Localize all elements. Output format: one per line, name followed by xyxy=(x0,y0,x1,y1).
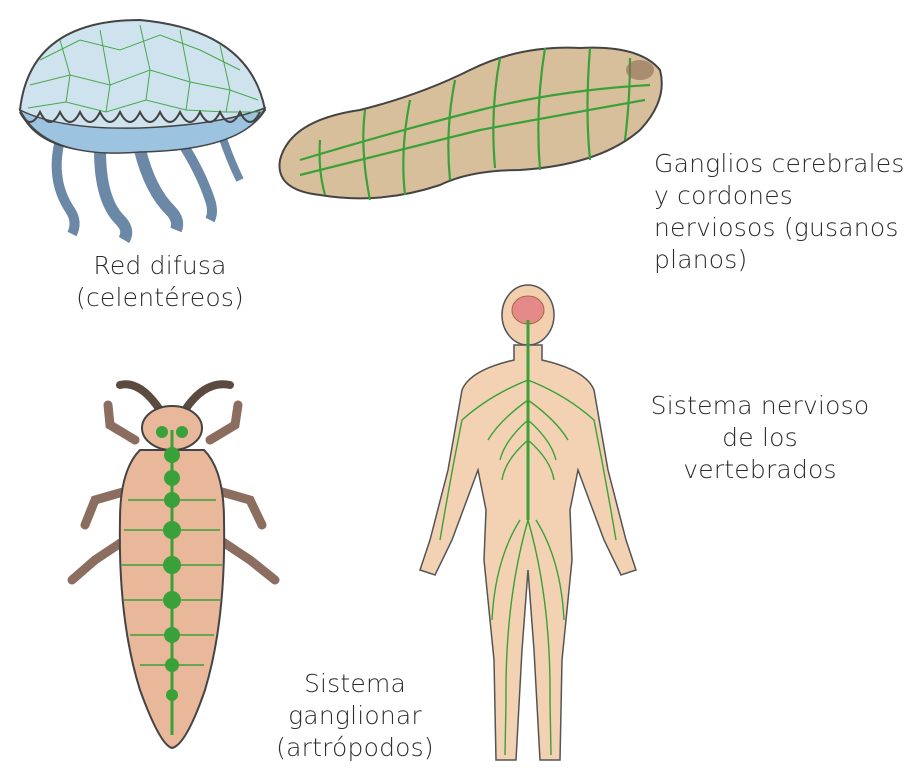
label-flatworm-line-3: nerviosos (gusanos xyxy=(654,212,905,244)
label-vertebrate-line-2: de los xyxy=(640,422,880,454)
label-flatworm-line-1: Ganglios cerebrales xyxy=(654,148,905,180)
label-jellyfish-line-2: (celentéreos) xyxy=(60,282,260,314)
label-flatworm-line-4: planos) xyxy=(654,244,905,276)
label-jellyfish-line-1: Red difusa xyxy=(60,250,260,282)
flatworm-icon xyxy=(280,48,662,200)
insect-icon xyxy=(72,384,275,748)
label-arthropod-line-1: Sistema xyxy=(255,668,455,700)
label-arthropod-line-2: ganglionar xyxy=(255,700,455,732)
label-vertebrate-line-3: vertebrados xyxy=(640,454,880,486)
label-arthropod-line-3: (artrópodos) xyxy=(255,732,455,764)
jellyfish-icon xyxy=(20,20,265,240)
label-arthropod: Sistema ganglionar (artrópodos) xyxy=(255,668,455,764)
label-jellyfish: Red difusa (celentéreos) xyxy=(60,250,260,314)
label-flatworm: Ganglios cerebrales y cordones nerviosos… xyxy=(654,148,905,276)
label-flatworm-line-2: y cordones xyxy=(654,180,905,212)
label-vertebrate: Sistema nervioso de los vertebrados xyxy=(640,390,880,486)
label-vertebrate-line-1: Sistema nervioso xyxy=(640,390,880,422)
